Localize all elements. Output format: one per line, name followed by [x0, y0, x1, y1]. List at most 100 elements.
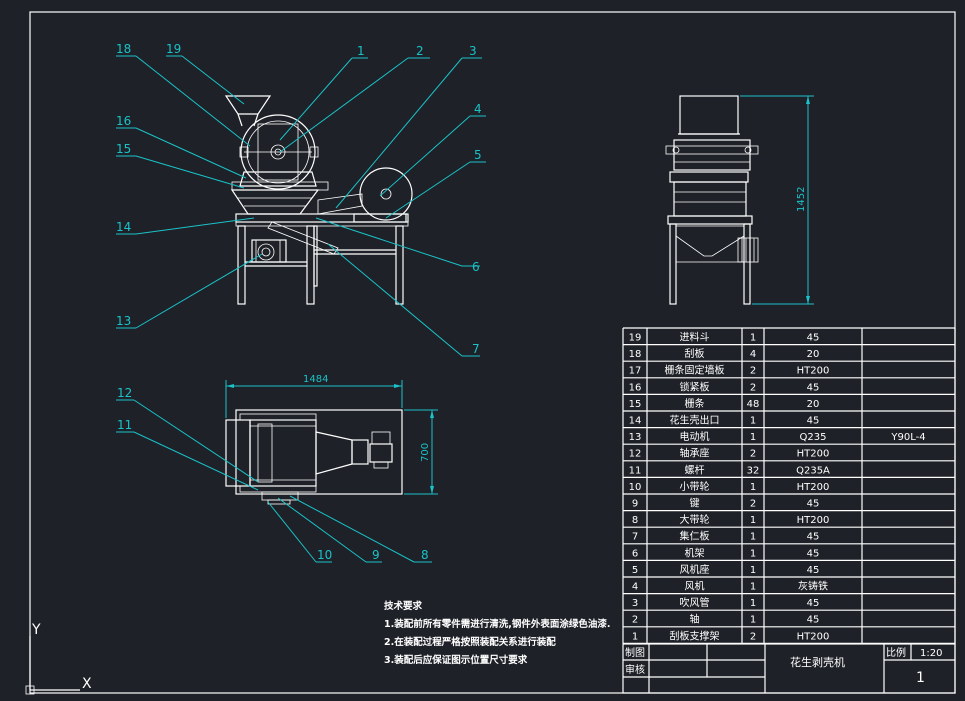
part-qty: 1 — [750, 582, 756, 593]
part-name: 栅条固定墙板 — [665, 364, 725, 377]
part-number: 19 — [629, 333, 642, 344]
part-material: HT200 — [797, 631, 830, 642]
dim-top-width: 1484 — [303, 374, 328, 385]
parts-row: 18 刮板 4 20 — [629, 347, 820, 360]
part-material: Q235A — [796, 465, 830, 476]
part-qty: 2 — [750, 366, 756, 377]
part-number: 17 — [629, 366, 642, 377]
part-material: HT200 — [797, 449, 830, 460]
part-material: 45 — [807, 615, 820, 626]
part-qty: 4 — [750, 349, 756, 360]
part-number: 15 — [629, 399, 642, 410]
part-material: Q235 — [800, 432, 827, 443]
part-number: 1 — [632, 631, 638, 642]
part-number: 3 — [632, 598, 638, 609]
part-qty: 48 — [747, 399, 760, 410]
part-number: 8 — [632, 515, 638, 526]
part-material: 20 — [807, 399, 820, 410]
front-view — [224, 95, 413, 305]
technical-requirements: 技术要求 1.装配前所有零件需进行清洗,钢件外表面涂绿色油漆. 2.在装配过程严… — [384, 600, 610, 666]
callout-labels: 1 2 3 4 5 6 7 8 9 10 11 12 13 14 15 16 1… — [116, 42, 482, 562]
part-qty: 2 — [750, 449, 756, 460]
part-material: HT200 — [797, 515, 830, 526]
callout-3: 3 — [469, 44, 477, 58]
callout-13: 13 — [116, 314, 131, 328]
callout-19: 19 — [166, 42, 181, 56]
part-material: 45 — [807, 499, 820, 510]
callout-2: 2 — [416, 44, 424, 58]
part-name: 键 — [690, 497, 700, 510]
part-qty: 1 — [750, 548, 756, 559]
part-number: 6 — [632, 548, 638, 559]
tech-req-item-2: 2.在装配过程严格按照装配关系进行装配 — [384, 636, 556, 648]
part-name: 风机 — [685, 580, 705, 593]
top-view — [225, 409, 403, 505]
side-view — [665, 95, 759, 305]
drawing-title: 花生剥壳机 — [790, 655, 845, 669]
part-number: 16 — [629, 382, 642, 393]
part-material: HT200 — [797, 366, 830, 377]
part-number: 7 — [632, 532, 638, 543]
part-number: 4 — [632, 582, 638, 593]
tech-req-item-3: 3.装配后应保证图示位置尺寸要求 — [384, 654, 528, 666]
callout-1: 1 — [357, 44, 365, 58]
callout-15: 15 — [116, 142, 131, 156]
part-qty: 1 — [750, 615, 756, 626]
dimension-700: 700 — [404, 409, 438, 495]
part-qty: 1 — [750, 532, 756, 543]
part-name: 小带轮 — [680, 480, 710, 493]
part-name: 吹风管 — [680, 596, 710, 609]
part-name: 电动机 — [680, 430, 710, 443]
part-qty: 2 — [750, 631, 756, 642]
part-qty: 1 — [750, 565, 756, 576]
part-qty: 1 — [750, 482, 756, 493]
part-material: HT200 — [797, 482, 830, 493]
part-material: 45 — [807, 333, 820, 344]
part-qty: 1 — [750, 515, 756, 526]
part-name: 刮板支撑架 — [670, 629, 720, 642]
callout-7: 7 — [472, 342, 480, 356]
callout-4: 4 — [474, 102, 482, 116]
callout-16: 16 — [116, 114, 131, 128]
callout-18: 18 — [116, 42, 131, 56]
part-number: 18 — [629, 349, 642, 360]
part-note: Y90L-4 — [890, 432, 925, 443]
part-qty: 1 — [750, 432, 756, 443]
sheet-number: 1 — [916, 670, 925, 686]
callout-11: 11 — [117, 418, 132, 432]
dimension-1452: 1452 — [740, 95, 814, 305]
leader-lines — [116, 55, 486, 563]
review-label: 审核 — [625, 663, 645, 676]
tech-req-item-1: 1.装配前所有零件需进行清洗,钢件外表面涂绿色油漆. — [384, 618, 610, 630]
part-number: 9 — [632, 499, 638, 510]
dim-side-height: 1452 — [796, 187, 807, 212]
part-name: 刮板 — [685, 347, 705, 360]
drawn-label: 制图 — [625, 646, 645, 659]
ucs-y-label: Y — [31, 622, 41, 638]
parts-row: 17 栅条固定墙板 2 HT200 — [629, 364, 830, 377]
part-name: 机架 — [685, 546, 705, 559]
part-name: 螺杆 — [685, 464, 705, 476]
ucs-icon: Y X — [25, 622, 92, 695]
dimension-1484: 1484 — [225, 374, 403, 418]
callout-12: 12 — [117, 386, 132, 400]
part-number: 10 — [629, 482, 642, 493]
part-name: 轴承座 — [680, 447, 710, 460]
part-material: 20 — [807, 349, 820, 360]
scale-label: 比例 — [886, 646, 906, 659]
part-material: 45 — [807, 416, 820, 427]
part-material: 灰铸铁 — [798, 580, 828, 593]
part-qty: 32 — [747, 465, 760, 476]
